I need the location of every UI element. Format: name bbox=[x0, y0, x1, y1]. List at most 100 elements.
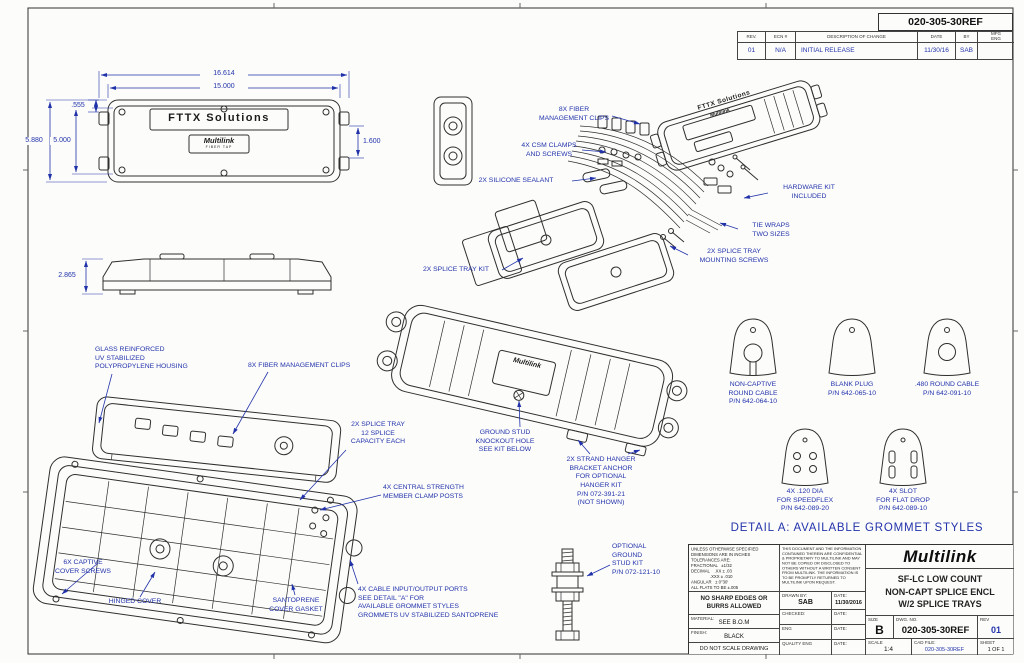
dim-side-height: 2.865 bbox=[52, 272, 82, 280]
callout-housing: GLASS REINFORCED UV STABILIZED POLYPROPY… bbox=[95, 346, 188, 371]
top-view-drawing bbox=[98, 99, 350, 183]
eng-date-label: DATE: bbox=[834, 626, 847, 631]
drawn-date-cell: DATE: 11/30/2016 bbox=[831, 591, 865, 609]
finish-cell: FINISH: BLACK bbox=[689, 628, 779, 642]
drawn-by-label: DRAWN BY: bbox=[782, 593, 808, 598]
drawn-by-value: SAB bbox=[798, 599, 813, 606]
dwg-no-cell: DWG. NO. 020-305-30REF bbox=[893, 615, 977, 638]
quality-eng-cell: QUALITY ENG bbox=[779, 639, 831, 655]
drawn-date-label: DATE: bbox=[834, 593, 847, 598]
do-not-scale-text: DO NOT SCALE DRAWING bbox=[699, 646, 769, 652]
eng-date-cell: DATE: bbox=[831, 624, 865, 639]
cad-file-cell: CAD FILE: 020-305-30REF bbox=[911, 638, 977, 655]
checked-label: CHECKED: bbox=[782, 611, 806, 616]
scale-value: 1:4 bbox=[883, 646, 894, 653]
top-view-fibertap-label: FIBER TAP bbox=[205, 145, 233, 149]
dim-width-outer: 16.614 bbox=[200, 70, 248, 78]
dim-right-spacing: 1.600 bbox=[362, 138, 392, 146]
grommet-label-speedflex: 4X .120 DIA FOR SPEEDFLEX P/N 642-089-20 bbox=[776, 488, 834, 513]
callout-captive-screws: 6X CAPTIVE COVER SCREWS bbox=[55, 559, 111, 575]
dim-height-inner: 5.000 bbox=[50, 137, 74, 145]
exploded-view-drawing bbox=[433, 96, 759, 311]
open-lid-drawing bbox=[92, 396, 342, 483]
no-sharp-edges-text: NO SHARP EDGES OR BURRS ALLOWED bbox=[700, 594, 768, 610]
proprietary-note: THIS DOCUMENT AND THE INFORMATION CONTAI… bbox=[779, 545, 865, 591]
proprietary-note-text: THIS DOCUMENT AND THE INFORMATION CONTAI… bbox=[782, 546, 863, 585]
cad-file-value: 020-305-30REF bbox=[924, 647, 965, 653]
callout-strand-hanger: 2X STRAND HANGER BRACKET ANCHOR FOR OPTI… bbox=[566, 456, 636, 507]
callout-hardware-kit: HARDWARE KIT INCLUDED bbox=[783, 184, 835, 200]
rev-header-rev: REV. bbox=[738, 32, 766, 43]
rev-label: REV bbox=[980, 617, 990, 622]
grommet-label-flatdrop: 4X SLOT FOR FLAT DROP P/N 642-089-10 bbox=[876, 488, 930, 513]
no-sharp-edges-note: NO SHARP EDGES OR BURRS ALLOWED bbox=[689, 591, 779, 614]
tolerance-notes-text: UNLESS OTHERWISE SPECIFIED DIMENSIONS AR… bbox=[691, 546, 759, 591]
finish-value: BLACK bbox=[724, 634, 744, 640]
leader-lines bbox=[61, 115, 769, 598]
open-base-drawing bbox=[32, 456, 363, 644]
drawing-title-cell: SF-LC LOW COUNT NON-CAPT SPLICE ENCL W/2… bbox=[865, 568, 1014, 615]
sheet-border bbox=[23, 3, 1018, 659]
callout-csm-posts: 4X CENTRAL STRENGTH MEMBER CLAMP POSTS bbox=[383, 484, 464, 500]
tolerance-notes: UNLESS OTHERWISE SPECIFIED DIMENSIONS AR… bbox=[689, 545, 779, 591]
eng-cell: ENG bbox=[779, 624, 831, 639]
eng-label: ENG bbox=[782, 626, 792, 631]
callout-tray-mounting-screws: 2X SPLICE TRAY MOUNTING SCREWS bbox=[699, 248, 769, 264]
dim-width-inner: 15.000 bbox=[200, 83, 248, 91]
grommet-round480-drawing bbox=[923, 318, 971, 376]
sheet-cell: SHEET 1 OF 1 bbox=[977, 638, 1014, 655]
quality-date-cell: DATE: bbox=[831, 639, 865, 655]
rev-row-date: 11/30/16 bbox=[918, 43, 956, 59]
callout-ground-stud-kit: OPTIONAL GROUND STUD KIT P/N 072-121-10 bbox=[612, 543, 660, 577]
callout-hinged-cover: HINGED COVER bbox=[108, 598, 162, 605]
callout-silicone-sealant: 2X SILICONE SEALANT bbox=[478, 177, 554, 184]
size-label: SIZE bbox=[868, 617, 879, 622]
scale-label: SCALE bbox=[868, 640, 883, 645]
grommet-blank-drawing bbox=[828, 318, 876, 376]
drawing-title-text: SF-LC LOW COUNT NON-CAPT SPLICE ENCL W/2… bbox=[885, 574, 995, 610]
callout-splice-tray-kit: 2X SPLICE TRAY KIT bbox=[422, 266, 490, 273]
rev-value: 01 bbox=[990, 625, 1001, 635]
material-label: MATERIAL: bbox=[691, 616, 715, 621]
drawn-by-cell: DRAWN BY: SAB bbox=[779, 591, 831, 609]
grommet-flatdrop-drawing bbox=[879, 428, 927, 486]
revision-table: REV. ECN # DESCRIPTION OF CHANGE DATE BY… bbox=[737, 31, 1014, 60]
dim-tab-offset: .555 bbox=[64, 102, 92, 110]
grommet-label-noncaptive: NON-CAPTIVE ROUND CABLE P/N 642-064-10 bbox=[728, 381, 778, 406]
cad-file-label: CAD FILE: bbox=[914, 640, 936, 645]
rev-row-by: SAB bbox=[956, 43, 978, 59]
size-value: B bbox=[875, 623, 884, 637]
grommet-label-round480: .480 ROUND CABLE P/N 642-091-10 bbox=[914, 381, 980, 397]
top-view-product-label: FTTX Solutions bbox=[168, 112, 270, 124]
dwg-no-label: DWG. NO. bbox=[896, 617, 918, 622]
rev-cell: REV 01 bbox=[977, 615, 1014, 638]
do-not-scale-cell: DO NOT SCALE DRAWING bbox=[689, 642, 779, 655]
checked-date-cell: DATE: bbox=[831, 609, 865, 624]
scale-cell: SCALE 1:4 bbox=[865, 638, 911, 655]
ground-stud-drawing bbox=[551, 548, 584, 641]
company-logo-name: Multilink bbox=[903, 547, 977, 566]
assembled-iso-drawing bbox=[649, 80, 828, 171]
callout-splice-tray: 2X SPLICE TRAY 12 SPLICE CAPACITY EACH bbox=[350, 421, 406, 446]
callout-tie-wraps: TIE WRAPS TWO SIZES bbox=[752, 222, 790, 238]
dwg-no-value: 020-305-30REF bbox=[901, 625, 970, 636]
rev-row-mfg bbox=[978, 43, 1014, 59]
material-cell: MATERIAL: SEE B.O.M bbox=[689, 614, 779, 628]
quality-eng-label: QUALITY ENG bbox=[782, 641, 813, 646]
rev-header-mfg: MFG ENG bbox=[978, 31, 1014, 43]
side-view-drawing bbox=[102, 253, 332, 295]
checked-date-label: DATE: bbox=[834, 611, 847, 616]
rev-row-desc: INITIAL RELEASE bbox=[796, 43, 918, 59]
callout-ground-knockout: GROUND STUD KNOCKOUT HOLE SEE KIT BELOW bbox=[475, 429, 535, 454]
callout-gasket: SANTOPRENE COVER GASKET bbox=[269, 597, 323, 613]
callout-fiber-clips-exploded: 8X FIBER MANAGEMENT CLIPS bbox=[538, 106, 610, 122]
grommet-label-blank: BLANK PLUG P/N 642-065-10 bbox=[828, 381, 876, 397]
sheet-label: SHEET bbox=[980, 640, 996, 645]
closed-view-drawing bbox=[376, 304, 688, 457]
callout-cable-ports: 4X CABLE INPUT/OUTPUT PORTS SEE DETAIL "… bbox=[358, 586, 499, 620]
drawn-date-value: 11/30/2016 bbox=[835, 600, 862, 606]
sheet-value: 1 OF 1 bbox=[987, 647, 1005, 653]
grommet-speedflex-drawing bbox=[781, 428, 829, 486]
grommet-noncaptive-drawing bbox=[729, 318, 777, 376]
